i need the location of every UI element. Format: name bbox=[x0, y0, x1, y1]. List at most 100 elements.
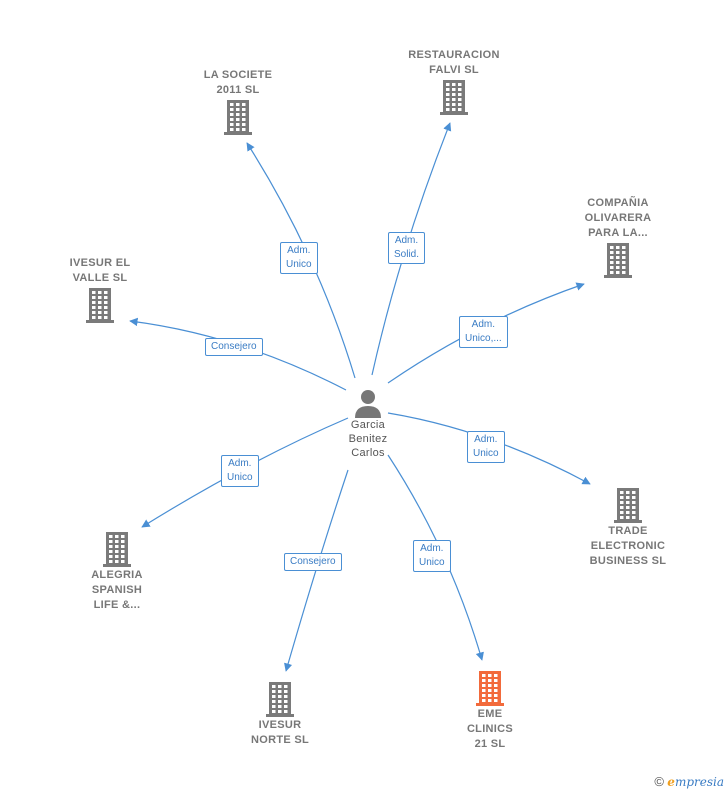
building-window bbox=[622, 261, 626, 264]
company-node-ivesur-norte[interactable]: IVESUR NORTE SL bbox=[215, 680, 345, 748]
building-window bbox=[284, 700, 288, 703]
building-window bbox=[488, 684, 492, 687]
building-window bbox=[446, 103, 450, 106]
building-window bbox=[272, 710, 276, 713]
company-node-compania[interactable]: COMPAÑIA OLIVARERA PARA LA... bbox=[553, 196, 683, 279]
building-window bbox=[626, 516, 630, 519]
building-window bbox=[616, 266, 620, 269]
building-base bbox=[614, 520, 642, 523]
building-window bbox=[98, 316, 102, 319]
building-icon bbox=[224, 100, 252, 135]
role-label-compania: Adm. Unico,... bbox=[459, 316, 508, 348]
building-window bbox=[494, 679, 498, 682]
building-window bbox=[632, 496, 636, 499]
building-window bbox=[610, 266, 614, 269]
building-window bbox=[494, 689, 498, 692]
building-window bbox=[616, 246, 620, 249]
building-window bbox=[236, 108, 240, 111]
building-window bbox=[115, 560, 119, 563]
building-window bbox=[488, 679, 492, 682]
building-window bbox=[482, 694, 486, 697]
building-window bbox=[121, 555, 125, 558]
building-window bbox=[482, 674, 486, 677]
building-window bbox=[616, 251, 620, 254]
building-window bbox=[616, 256, 620, 259]
building-window bbox=[115, 535, 119, 538]
role-label-restauracion: Adm. Solid. bbox=[388, 232, 426, 264]
building-window bbox=[610, 251, 614, 254]
building-window bbox=[115, 545, 119, 548]
building-window bbox=[622, 256, 626, 259]
person-icon bbox=[355, 390, 381, 418]
building-window bbox=[632, 491, 636, 494]
building-window bbox=[230, 108, 234, 111]
building-window bbox=[272, 690, 276, 693]
brand-initial: e bbox=[667, 775, 675, 789]
building-window bbox=[121, 560, 125, 563]
building-window bbox=[458, 103, 462, 106]
building-window bbox=[446, 88, 450, 91]
building-base bbox=[224, 132, 252, 135]
building-window bbox=[92, 291, 96, 294]
building-window bbox=[616, 271, 620, 274]
building-window bbox=[488, 689, 492, 692]
building-window bbox=[610, 271, 614, 274]
company-node-alegria[interactable]: ALEGRIA SPANISH LIFE &... bbox=[52, 530, 182, 613]
building-window bbox=[620, 511, 624, 514]
building-icon bbox=[614, 488, 642, 523]
building-window bbox=[236, 118, 240, 121]
company-node-trade[interactable]: TRADE ELECTRONIC BUSINESS SL bbox=[563, 486, 693, 569]
building-window bbox=[230, 113, 234, 116]
building-window bbox=[610, 261, 614, 264]
building-window bbox=[622, 271, 626, 274]
building-window bbox=[626, 491, 630, 494]
company-node-ivesur-valle[interactable]: IVESUR EL VALLE SL bbox=[35, 256, 165, 324]
building-window bbox=[458, 93, 462, 96]
building-window bbox=[494, 674, 498, 677]
company-node-restauracion[interactable]: RESTAURACION FALVI SL bbox=[389, 48, 519, 116]
building-window bbox=[109, 545, 113, 548]
company-name: ALEGRIA SPANISH LIFE &... bbox=[91, 569, 143, 611]
building-base bbox=[604, 275, 632, 278]
building-window bbox=[284, 695, 288, 698]
building-base bbox=[103, 564, 131, 567]
building-window bbox=[242, 123, 246, 126]
company-node-la-societe[interactable]: LA SOCIETE 2011 SL bbox=[173, 68, 303, 136]
company-name: IVESUR NORTE SL bbox=[250, 719, 309, 746]
building-window bbox=[278, 710, 282, 713]
building-icon bbox=[266, 682, 294, 717]
building-window bbox=[278, 700, 282, 703]
footer-credit: © empresia bbox=[654, 774, 724, 789]
building-window bbox=[632, 501, 636, 504]
building-base bbox=[476, 703, 504, 706]
building-window bbox=[632, 506, 636, 509]
building-window bbox=[488, 694, 492, 697]
company-node-eme[interactable]: EME CLINICS 21 SL bbox=[425, 669, 555, 752]
building-window bbox=[278, 695, 282, 698]
building-window bbox=[92, 301, 96, 304]
building-window bbox=[242, 103, 246, 106]
building-window bbox=[622, 266, 626, 269]
building-window bbox=[610, 256, 614, 259]
building-window bbox=[494, 699, 498, 702]
building-window bbox=[92, 306, 96, 309]
building-window bbox=[452, 88, 456, 91]
building-window bbox=[236, 103, 240, 106]
building-window bbox=[104, 296, 108, 299]
building-window bbox=[452, 108, 456, 111]
building-window bbox=[632, 516, 636, 519]
building-window bbox=[104, 311, 108, 314]
building-window bbox=[620, 501, 624, 504]
building-window bbox=[230, 118, 234, 121]
building-window bbox=[458, 98, 462, 101]
building-window bbox=[626, 496, 630, 499]
building-window bbox=[278, 705, 282, 708]
person-node[interactable]: Garcia Benitez Carlos bbox=[303, 388, 433, 460]
building-window bbox=[92, 316, 96, 319]
building-window bbox=[620, 496, 624, 499]
building-window bbox=[620, 516, 624, 519]
building-window bbox=[482, 684, 486, 687]
building-window bbox=[610, 246, 614, 249]
building-window bbox=[121, 545, 125, 548]
